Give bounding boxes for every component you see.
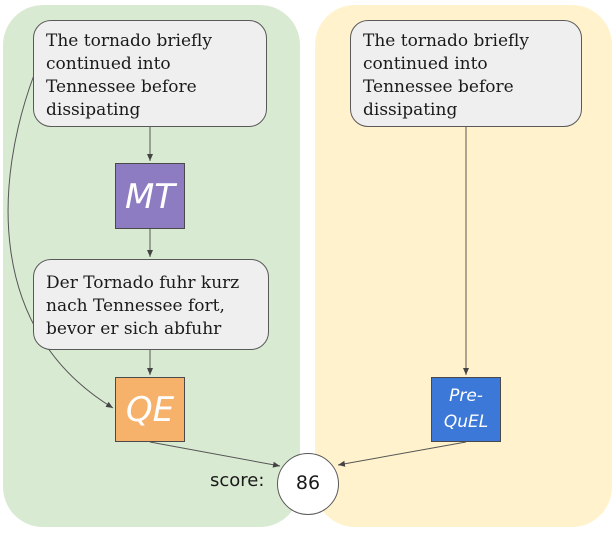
arrow-source-to-qe-curve: [7, 74, 114, 409]
prequel-label-line2: QuEL: [443, 412, 489, 432]
score-value-circle: 86: [277, 453, 339, 515]
score-label: score:: [210, 470, 265, 491]
source-sentence-box-right: The tornado briefly continued into Tenne…: [350, 20, 582, 127]
source-sentence-box-left: The tornado briefly continued into Tenne…: [33, 20, 267, 127]
qe-model-box: QE: [115, 377, 185, 442]
prequel-model-box: Pre- QuEL: [431, 377, 501, 442]
mt-model-box: MT: [115, 163, 185, 229]
arrow-qe-to-score: [149, 441, 281, 468]
mt-output-box: Der Tornado fuhr kurz nach Tennessee for…: [33, 259, 269, 350]
arrow-prequel-to-score: [337, 441, 467, 467]
prequel-label-line1: Pre-: [449, 386, 483, 406]
